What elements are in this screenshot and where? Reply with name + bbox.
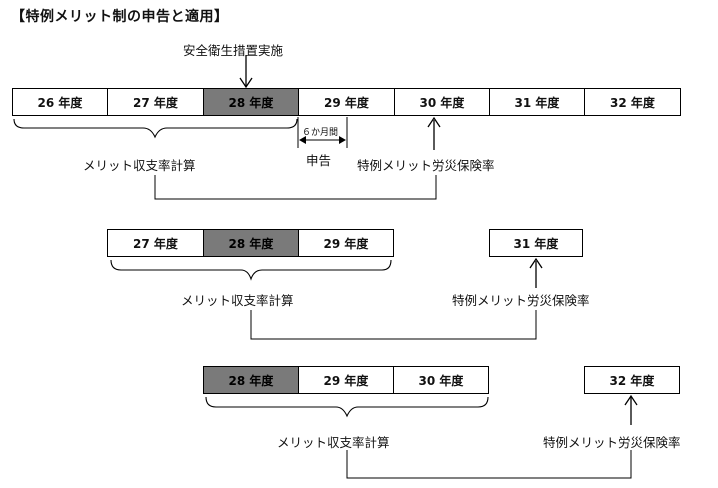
year-cell: 30 年度	[394, 88, 490, 116]
down-arrow	[239, 55, 253, 89]
six-months-label: ６か月間	[302, 128, 339, 138]
calc-brace	[205, 396, 489, 418]
year-cell: 27 年度	[107, 88, 204, 116]
year-cell: 31 年度	[489, 88, 585, 116]
calc-label: メリット収支率計算	[83, 158, 196, 173]
target-year-cell: 31 年度	[489, 229, 583, 257]
connector	[346, 450, 632, 479]
up-arrow	[529, 257, 543, 288]
rate-label: 特例メリット労災保険率	[452, 293, 590, 308]
safety-measure-label: 安全衛生措置実施	[183, 43, 284, 58]
year-cell: 29 年度	[298, 88, 395, 116]
rate-label: 特例メリット労災保険率	[357, 158, 495, 173]
up-arrow	[624, 394, 638, 425]
diagram-title: 【特例メリット制の申告と適用】	[11, 9, 229, 25]
calc-label: メリット収支率計算	[181, 293, 294, 308]
connector	[154, 175, 437, 200]
year-cell-highlighted: 28 年度	[203, 88, 299, 116]
calc-label: メリット収支率計算	[277, 435, 390, 450]
connector	[250, 310, 537, 340]
calc-brace	[13, 118, 298, 139]
rate-label: 特例メリット労災保険率	[543, 435, 681, 450]
year-cell: 32 年度	[584, 88, 681, 116]
year-cell: 29 年度	[298, 229, 394, 257]
year-cell: 27 年度	[107, 229, 204, 257]
target-year-cell: 32 年度	[584, 366, 680, 394]
year-cell: 26 年度	[12, 88, 108, 116]
apply-label: 申告	[306, 153, 332, 168]
year-cell-highlighted: 28 年度	[203, 366, 299, 394]
calc-brace	[110, 259, 392, 281]
up-arrow	[427, 116, 441, 150]
period-dimension-arrow	[299, 136, 346, 144]
year-cell: 30 年度	[393, 366, 489, 394]
